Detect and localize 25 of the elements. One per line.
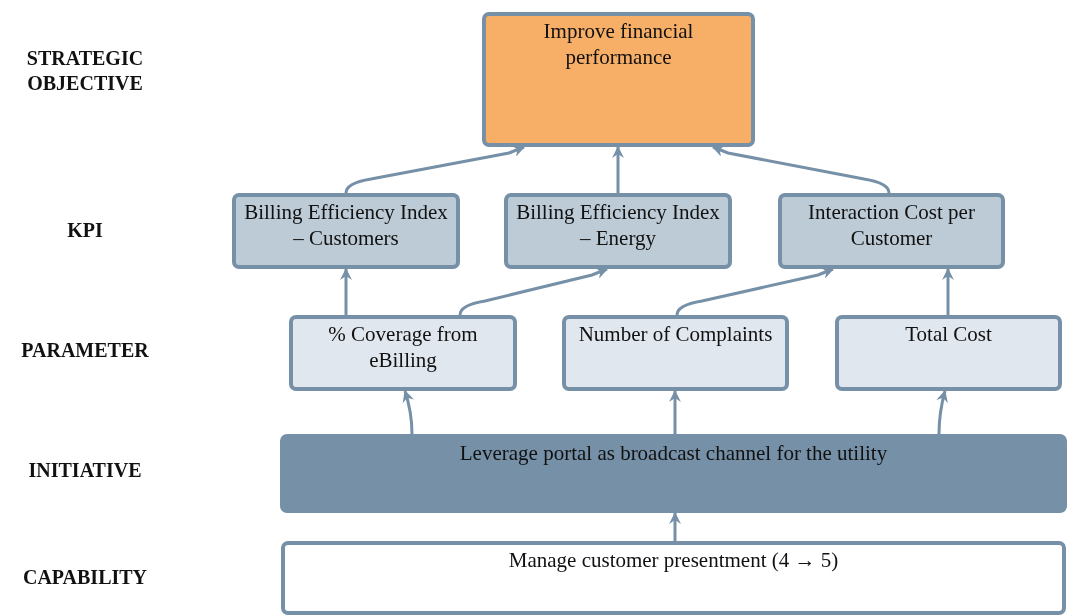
capability-box: Manage customer presentment (4 → 5) bbox=[281, 541, 1066, 615]
arrow bbox=[402, 390, 414, 435]
objective-box: Improve financial performance bbox=[482, 12, 755, 147]
arrow bbox=[612, 146, 624, 193]
arrow bbox=[712, 145, 891, 194]
arrow bbox=[344, 145, 525, 194]
parameter-box: Total Cost bbox=[835, 315, 1062, 391]
arrow bbox=[675, 267, 834, 316]
initiative-box: Leverage portal as broadcast channel for the utility bbox=[280, 434, 1067, 513]
kpi-box: Billing Efficiency Index – Energy bbox=[504, 193, 732, 269]
row-label: KPI bbox=[66, 218, 104, 243]
arrow bbox=[669, 390, 681, 434]
arrow bbox=[942, 268, 954, 315]
parameter-box: Number of Complaints bbox=[562, 315, 789, 391]
arrow bbox=[936, 390, 948, 434]
kpi-box: Interaction Cost per Customer bbox=[778, 193, 1005, 269]
row-label: INITIATIVE bbox=[27, 458, 143, 483]
row-label: PARAMETER bbox=[20, 338, 150, 363]
row-label: STRATEGIC OBJECTIVE bbox=[25, 46, 145, 96]
row-label: CAPABILITY bbox=[21, 565, 149, 590]
parameter-box: % Coverage from eBilling bbox=[289, 315, 517, 391]
arrow bbox=[669, 512, 681, 541]
kpi-box: Billing Efficiency Index – Customers bbox=[232, 193, 460, 269]
arrow bbox=[340, 268, 352, 315]
arrow bbox=[458, 267, 608, 316]
